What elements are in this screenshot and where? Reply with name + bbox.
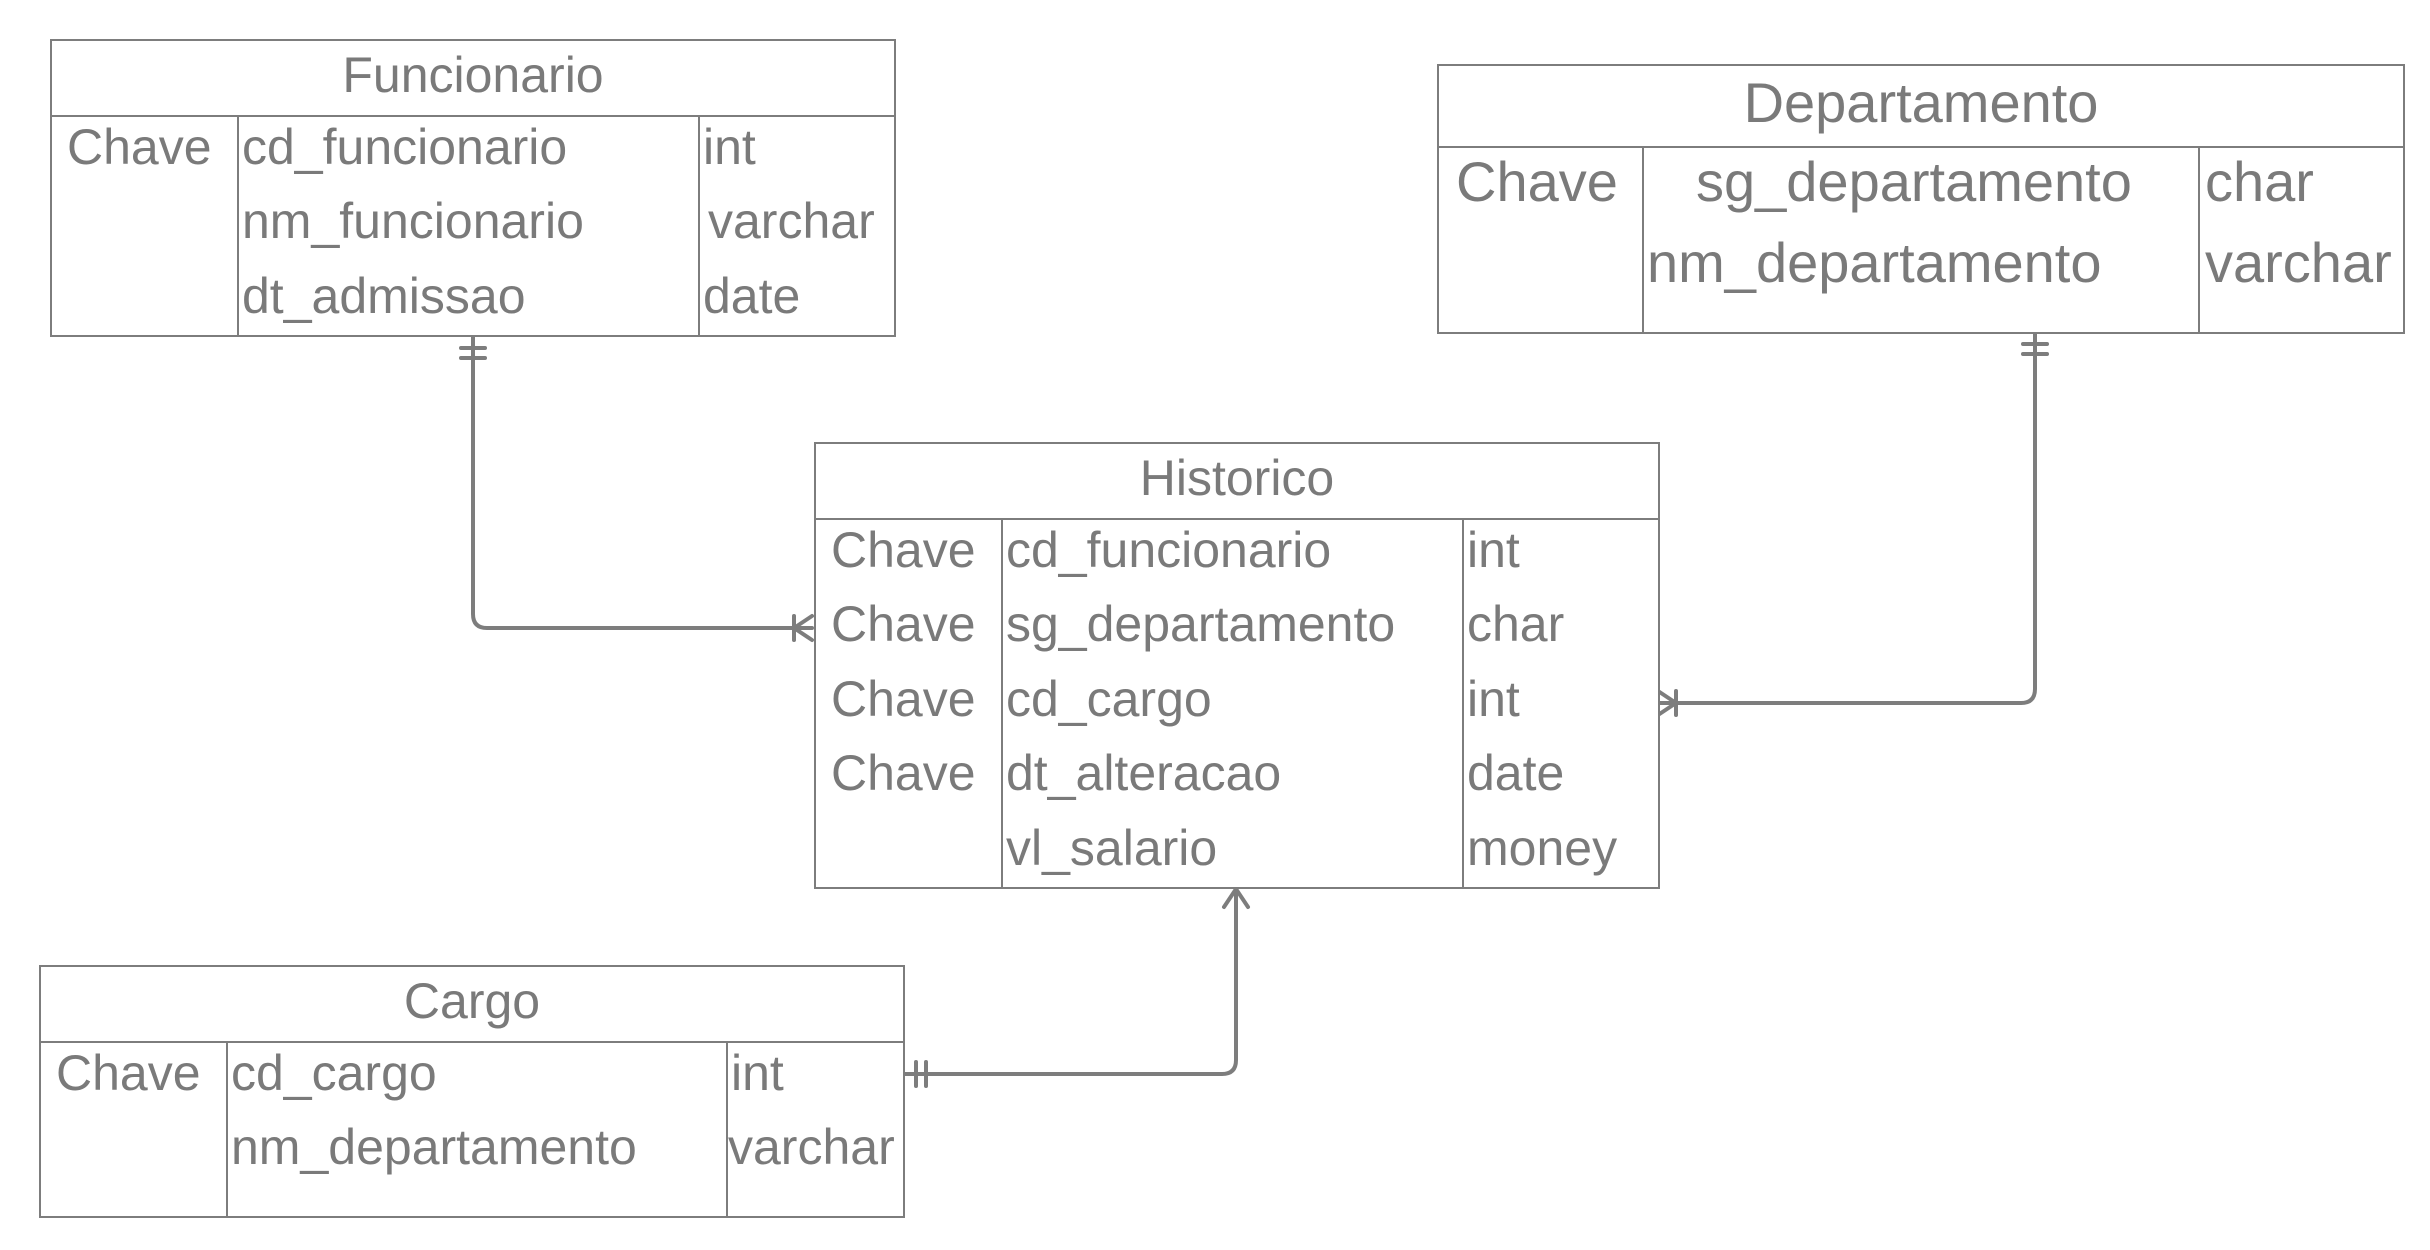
field-name: cd_cargo xyxy=(1006,671,1212,727)
key-label: Chave xyxy=(831,745,976,801)
entity-title: Departamento xyxy=(1439,66,2403,148)
key-label: Chave xyxy=(831,596,976,652)
entity-historico[interactable]: Historico Chave cd_funcionario int Chave… xyxy=(814,442,1660,889)
field-type: int xyxy=(731,1045,784,1101)
field-type: char xyxy=(2205,150,2314,213)
relationship-funcionario-historico xyxy=(471,335,814,630)
column-divider xyxy=(2198,146,2200,332)
field-type: money xyxy=(1467,820,1618,876)
field-name: sg_departamento xyxy=(1006,596,1396,652)
entity-title: Historico xyxy=(816,444,1658,520)
entity-cargo[interactable]: Cargo Chave cd_cargo int nm_departamento… xyxy=(39,965,905,1218)
field-name: dt_alteracao xyxy=(1006,745,1282,801)
field-type: int xyxy=(1467,522,1520,578)
field-name: cd_funcionario xyxy=(1006,522,1332,578)
entity-funcionario[interactable]: Funcionario Chave cd_funcionario int nm_… xyxy=(50,39,896,337)
column-divider xyxy=(1462,518,1464,887)
field-name: sg_departamento xyxy=(1696,150,2132,213)
cardinality-many-historico-bottom-crowfoot xyxy=(1222,887,1250,909)
relationship-cargo-historico xyxy=(903,887,1238,1076)
cardinality-many-historico-left-crowfoot xyxy=(792,614,814,642)
field-type: varchar xyxy=(2205,231,2392,294)
field-type: varchar xyxy=(728,1119,895,1175)
field-name: vl_salario xyxy=(1006,820,1218,876)
column-divider xyxy=(726,1041,728,1216)
field-type: date xyxy=(703,268,801,324)
column-divider xyxy=(1001,518,1003,887)
field-type: varchar xyxy=(708,193,875,249)
field-type: date xyxy=(1467,745,1565,801)
field-name: cd_cargo xyxy=(231,1045,437,1101)
field-type: int xyxy=(1467,671,1520,727)
column-divider xyxy=(237,115,239,335)
field-name: nm_departamento xyxy=(1647,231,2102,294)
column-divider xyxy=(698,115,700,335)
column-divider xyxy=(1642,146,1644,332)
key-label: Chave xyxy=(831,671,976,727)
entity-departamento[interactable]: Departamento Chave sg_departamento char … xyxy=(1437,64,2405,334)
entity-title: Funcionario xyxy=(52,41,894,117)
key-label: Chave xyxy=(67,119,212,175)
field-type: int xyxy=(703,119,756,175)
field-type: char xyxy=(1467,596,1565,652)
key-label: Chave xyxy=(831,522,976,578)
entity-title: Cargo xyxy=(41,967,903,1043)
column-divider xyxy=(226,1041,228,1216)
field-name: cd_funcionario xyxy=(242,119,568,175)
field-name: nm_funcionario xyxy=(242,193,584,249)
field-name: dt_admissao xyxy=(242,268,526,324)
field-name: nm_departamento xyxy=(231,1119,637,1175)
cardinality-many-historico-right-crowfoot xyxy=(1656,689,1678,717)
key-label: Chave xyxy=(1456,150,1618,213)
relationship-departamento-historico xyxy=(1656,331,2037,705)
key-label: Chave xyxy=(56,1045,201,1101)
